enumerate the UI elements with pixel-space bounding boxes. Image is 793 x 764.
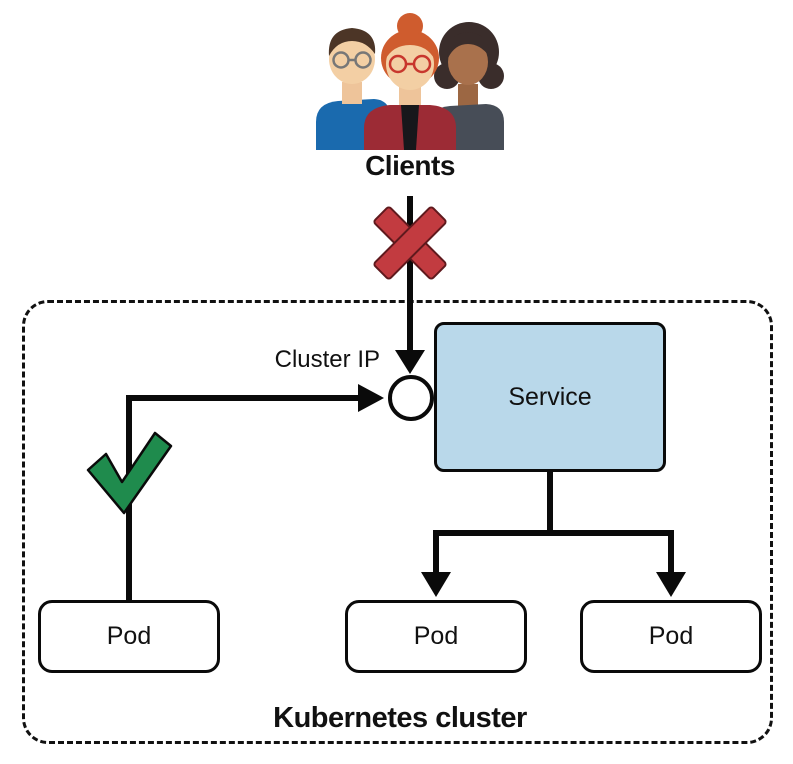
glasses-icon: [388, 54, 432, 74]
service-label: Service: [508, 382, 592, 411]
pod-node-right: Pod: [580, 600, 762, 673]
kubernetes-cluster-boundary: [22, 300, 773, 744]
client-person-right: [428, 22, 504, 150]
x-mark-icon: [373, 206, 447, 280]
clients-illustration: [316, 13, 504, 150]
glasses-icon: [332, 51, 372, 69]
service-node: Service: [434, 322, 666, 472]
cluster-ip-circle: [388, 375, 434, 421]
pod-node-left: Pod: [38, 600, 220, 673]
pod-label: Pod: [413, 622, 459, 650]
client-person-center: [364, 13, 456, 150]
client-person-left: [316, 28, 390, 150]
cluster-ip-label: Cluster IP: [274, 346, 380, 373]
kubernetes-cluster-label: Kubernetes cluster: [273, 702, 527, 734]
clients-label: Clients: [365, 150, 455, 181]
pod-label: Pod: [106, 622, 152, 650]
pod-node-middle: Pod: [345, 600, 527, 673]
pod-label: Pod: [648, 622, 694, 650]
